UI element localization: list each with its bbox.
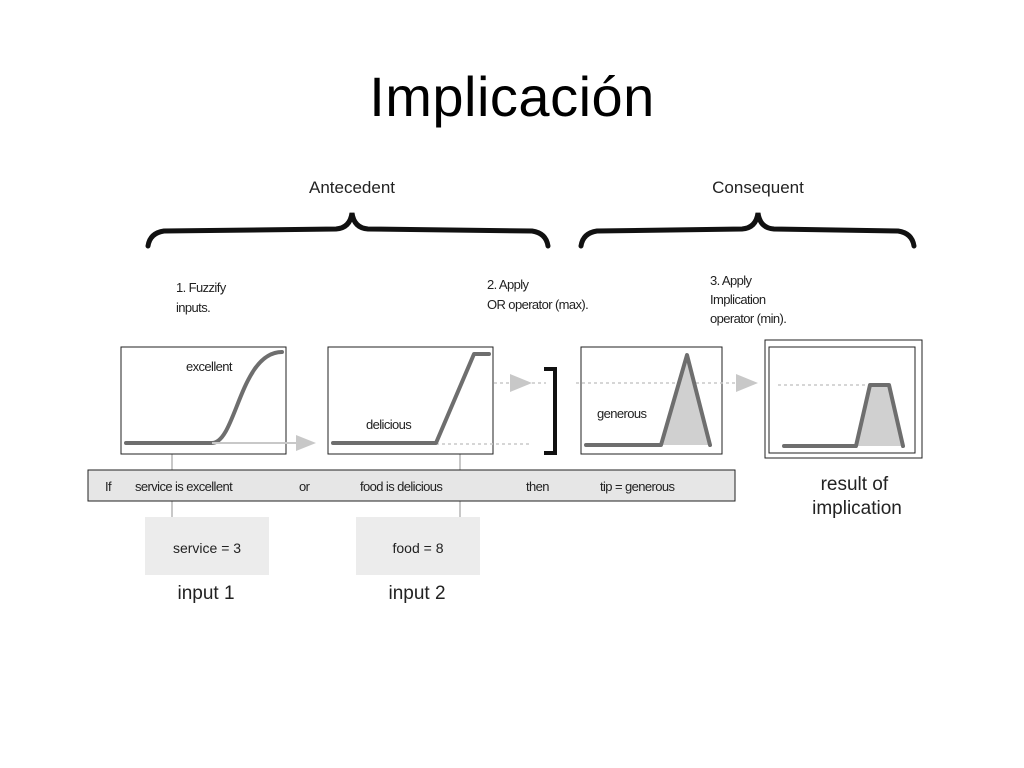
antecedent-header: Antecedent: [309, 178, 395, 197]
step-implication-caption: 3. Apply Implication operator (min).: [710, 273, 786, 326]
panel-delicious: [327, 346, 494, 455]
page-title: Implicación: [369, 65, 655, 128]
result-clipped-curve: [782, 383, 905, 448]
result-caption-line2: implication: [812, 498, 902, 519]
step-implication-line2: Implication: [710, 292, 766, 307]
input2-value: food = 8: [393, 540, 444, 556]
antecedent-brace: [145, 212, 551, 249]
panel-generous-label: generous: [597, 406, 648, 421]
panel-excellent-label: excellent: [186, 359, 233, 374]
panel-delicious-label: delicious: [366, 417, 412, 432]
step-fuzzify-caption: 1. Fuzzify inputs.: [176, 280, 229, 315]
input2-label: input 2: [388, 583, 445, 604]
arrow-excellent-to-delicious-head: [296, 435, 316, 451]
consequent-brace: [578, 212, 917, 249]
rule-if: If: [105, 479, 112, 494]
rule-or: or: [299, 479, 311, 494]
step-or-line1: 2. Apply: [487, 277, 530, 292]
excellent-membership-curve: [124, 350, 284, 445]
consequent-header: Consequent: [712, 178, 804, 197]
rule-clause-tip: tip = generous: [600, 479, 675, 494]
arrow-generous-to-result-head: [736, 374, 758, 392]
step-fuzzify-line2: inputs.: [176, 300, 210, 315]
generous-fill: [661, 355, 710, 445]
result-caption-line1: result of: [821, 474, 889, 495]
rule-bar: [87, 469, 736, 502]
or-operator-bracket: [544, 367, 557, 455]
step-implication-line1: 3. Apply: [710, 273, 753, 288]
rule-clause-service: service is excellent: [135, 479, 233, 494]
rule-then: then: [526, 479, 549, 494]
input2-box: [356, 517, 480, 575]
input1-label: input 1: [177, 583, 234, 604]
step-or-line2: OR operator (max).: [487, 297, 588, 312]
input1-box: [145, 517, 269, 575]
rule-clause-food: food is delicious: [360, 479, 443, 494]
generous-membership-curve: [584, 353, 712, 447]
step-implication-line3: operator (min).: [710, 311, 786, 326]
delicious-membership-curve: [331, 352, 491, 445]
step-or-caption: 2. Apply OR operator (max).: [487, 277, 588, 312]
input1-value: service = 3: [173, 540, 241, 556]
result-caption: result of implication: [812, 474, 902, 519]
step-fuzzify-line1: 1. Fuzzify: [176, 280, 227, 295]
arrow-delicious-to-or-head: [510, 374, 532, 392]
